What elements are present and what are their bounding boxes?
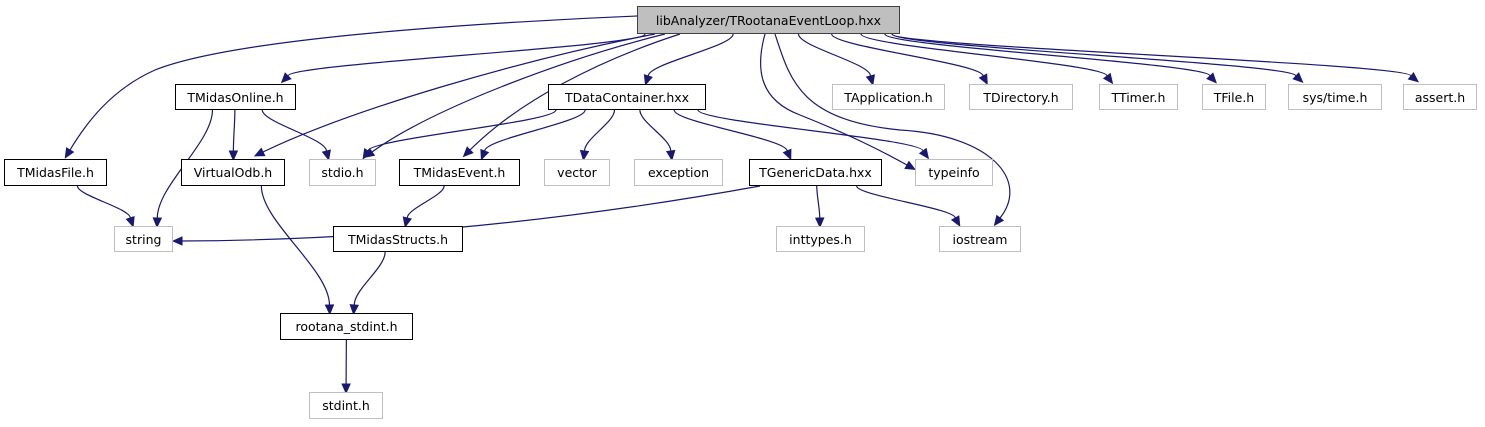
node-ttimer: TTimer.h (1099, 84, 1178, 110)
arrowhead-icon (978, 73, 988, 86)
arrowhead-icon (64, 147, 75, 159)
node-tapplication: TApplication.h (832, 84, 945, 110)
arrowhead-icon (402, 216, 412, 228)
edge-main-to-iostream (774, 33, 1011, 219)
edge-main-to-systime (891, 33, 1297, 77)
arrowhead-icon (1102, 72, 1114, 85)
node-tmidasstructs[interactable]: TMidasStructs.h (333, 226, 463, 252)
edge-tdatacontainer-to-typeinfo (697, 109, 924, 152)
edge-virtualodb-to-rootana_stdint (260, 185, 331, 306)
edge-tmidasonline-to-stdio (261, 109, 328, 152)
edge-tdatacontainer-to-vector (583, 109, 616, 152)
arrowhead-icon (324, 304, 335, 316)
edge-main-to-tdirectory (831, 33, 984, 77)
arrowhead-icon (349, 304, 360, 316)
node-main: libAnalyzer/TRootanaEventLoop.hxx (637, 6, 900, 34)
arrowhead-icon (362, 148, 373, 160)
edge-tgenericdata-to-string (181, 185, 761, 242)
arrowhead-icon (782, 148, 792, 161)
node-tmidasonline[interactable]: TMidasOnline.h (175, 84, 296, 110)
edge-tgenericdata-to-iostream (856, 185, 956, 219)
edge-tdatacontainer-to-tmidasevent (484, 109, 586, 152)
edge-tdatacontainer-to-tgenericdata (673, 109, 788, 152)
node-assert: assert.h (1403, 84, 1477, 110)
arrowhead-icon (918, 147, 930, 160)
arrowhead-icon (814, 217, 825, 229)
edge-tgenericdata-to-inttypes (816, 185, 821, 219)
arrowhead-icon (1206, 72, 1217, 84)
node-string: string (114, 226, 173, 252)
node-tmidasfile[interactable]: TMidasFile.h (4, 159, 107, 186)
edge-main-to-tmidasfile (69, 15, 638, 151)
edge-tmidasstructs-to-rootana_stdint (353, 251, 386, 306)
node-tfile: TFile.h (1202, 84, 1266, 110)
node-stdio: stdio.h (309, 159, 376, 186)
node-systime: sys/time.h (1288, 84, 1382, 110)
node-tdirectory: TDirectory.h (969, 84, 1073, 110)
arrowhead-icon (171, 236, 183, 246)
arrowhead-icon (643, 74, 653, 86)
edge-main-to-tfile (884, 33, 1211, 77)
edge-tmidasevent-to-tmidasstructs (406, 185, 445, 219)
node-exception: exception (634, 159, 723, 186)
node-tgenericdata[interactable]: TGenericData.hxx (749, 159, 882, 186)
edge-main-to-tapplication (797, 33, 872, 77)
arrowhead-icon (321, 149, 331, 161)
arrowhead-icon (253, 147, 266, 157)
edge-tdatacontainer-to-stdio (367, 109, 557, 152)
node-iostream: iostream (939, 226, 1021, 252)
arrowhead-icon (462, 146, 474, 158)
node-stdint: stdint.h (309, 392, 383, 419)
arrowhead-icon (993, 214, 1005, 227)
arrowhead-icon (579, 149, 590, 162)
edge-main-to-tdatacontainer (647, 33, 734, 77)
node-rootana_stdint[interactable]: rootana_stdint.h (280, 313, 413, 340)
node-virtualodb[interactable]: VirtualOdb.h (181, 159, 285, 186)
edge-main-to-typeinfo (759, 33, 908, 166)
arrowhead-icon (865, 74, 875, 86)
arrowhead-icon (665, 149, 676, 162)
arrowhead-icon (1407, 71, 1419, 83)
arrowhead-icon (125, 216, 135, 228)
edge-main-to-stdio (371, 33, 666, 153)
arrowhead-icon (341, 383, 351, 395)
node-tdatacontainer[interactable]: TDataContainer.hxx (548, 84, 706, 110)
arrowhead-icon (904, 160, 916, 170)
edge-main-to-ttimer (860, 33, 1108, 77)
node-inttypes: inttypes.h (776, 226, 865, 252)
arrowhead-icon (1292, 72, 1304, 84)
edge-tdatacontainer-to-exception (639, 109, 672, 152)
arrowhead-icon (480, 148, 490, 161)
arrowhead-icon (228, 150, 239, 162)
arrowhead-icon (280, 72, 292, 84)
node-tmidasevent[interactable]: TMidasEvent.h (399, 159, 520, 186)
edge-main-to-assert (891, 33, 1412, 77)
arrowhead-icon (152, 217, 163, 229)
edge-tmidasfile-to-string (76, 185, 131, 219)
edge-main-to-tmidasevent (469, 33, 681, 151)
edge-tmidasonline-to-virtualodb (232, 109, 236, 152)
node-vector: vector (544, 159, 610, 186)
node-typeinfo: typeinfo (915, 159, 993, 186)
arrowhead-icon (950, 215, 961, 227)
